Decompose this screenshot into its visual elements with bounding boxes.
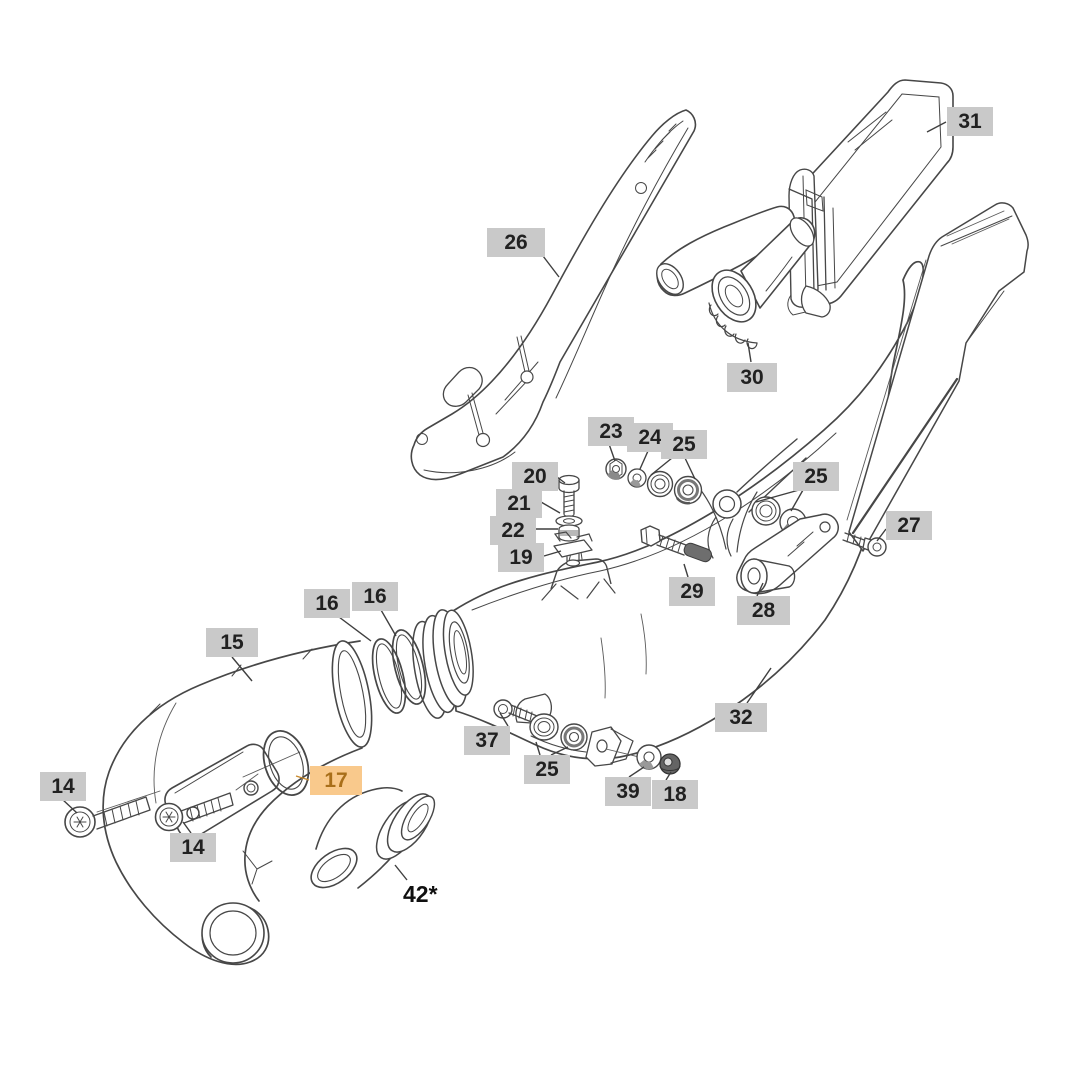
rear-sleeve-cover [846, 202, 1029, 552]
exhaust-flange [164, 743, 280, 839]
part-26-side-panel [410, 109, 697, 481]
part-label-14a[interactable]: 14 [40, 772, 86, 801]
part-30-intake-funnel [708, 188, 836, 350]
part-label-32[interactable]: 32 [715, 703, 767, 732]
part-label-29[interactable]: 29 [669, 577, 715, 606]
part-label-25a[interactable]: 25 [661, 430, 707, 459]
part-label-42: 42* [403, 881, 438, 907]
o-ring-17 [242, 730, 310, 796]
part-label-16b[interactable]: 16 [352, 582, 398, 611]
part-label-39[interactable]: 39 [605, 777, 651, 806]
part-label-30[interactable]: 30 [727, 363, 777, 392]
part-31-silencer-panel [787, 79, 954, 316]
grommet-pair-25-bottom [529, 713, 588, 751]
bolt-29 [640, 525, 713, 563]
washer-39 [636, 744, 662, 770]
part-label-28[interactable]: 28 [737, 596, 790, 625]
part-42-rubber-elbow [310, 787, 436, 889]
screw-27 [842, 532, 887, 557]
bolts-14 [64, 773, 259, 838]
part-label-25c[interactable]: 25 [524, 755, 570, 784]
part-label-18[interactable]: 18 [652, 780, 698, 809]
part-label-14b[interactable]: 14 [170, 833, 216, 862]
part-label-27[interactable]: 27 [886, 511, 932, 540]
part-label-26[interactable]: 26 [487, 228, 545, 257]
part-label-17[interactable]: 17 [310, 766, 362, 795]
part-label-16a[interactable]: 16 [304, 589, 350, 618]
part-label-23[interactable]: 23 [588, 417, 634, 446]
part-label-25b[interactable]: 25 [793, 462, 839, 491]
part-label-31[interactable]: 31 [947, 107, 993, 136]
o-rings-16 [371, 629, 427, 714]
part-label-15[interactable]: 15 [206, 628, 258, 657]
part-label-21[interactable]: 21 [496, 489, 542, 518]
part-label-22[interactable]: 22 [490, 516, 536, 545]
part-label-19[interactable]: 19 [498, 543, 544, 572]
part-label-20[interactable]: 20 [512, 462, 558, 491]
washer-cluster-23-24-25 [605, 458, 703, 505]
part-32-silencer-body [412, 260, 925, 767]
part-label-37[interactable]: 37 [464, 726, 510, 755]
